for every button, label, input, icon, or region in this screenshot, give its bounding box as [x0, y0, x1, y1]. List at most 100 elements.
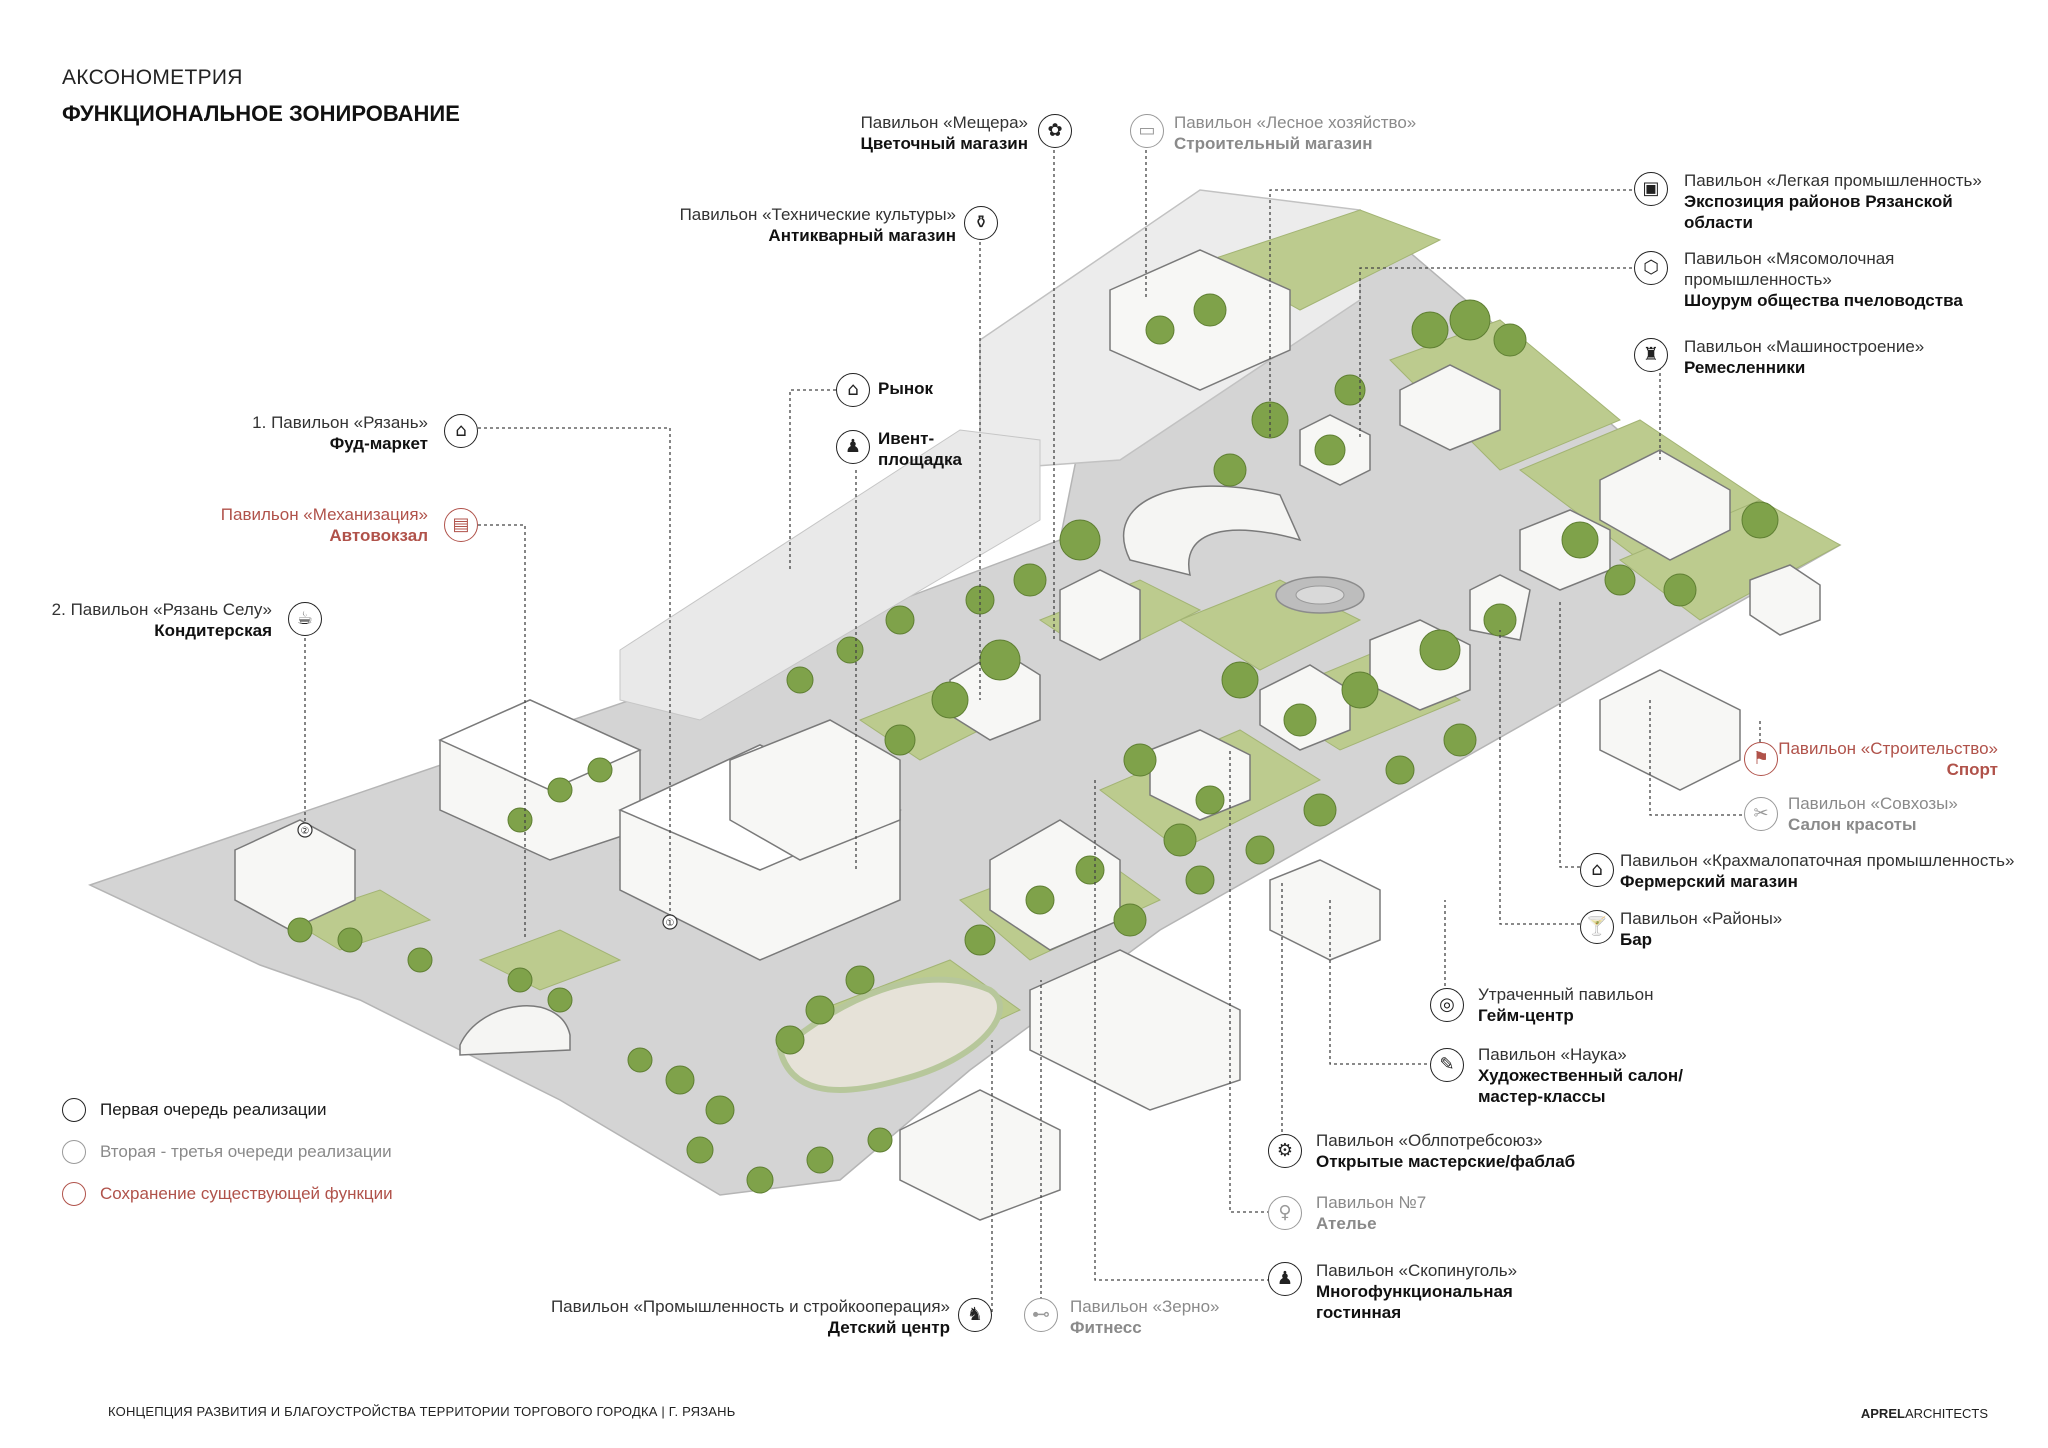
callout-sub: 1. Павильон «Рязань» [252, 413, 428, 432]
callout-mechanization: Павильон «Механизация» Автовокзал [221, 504, 428, 546]
cupcake-icon: ☕ [288, 602, 322, 636]
callout-main: Открытые мастерские/фаблаб [1316, 1152, 1576, 1171]
colonnade [1122, 485, 1302, 577]
callout-meat-dairy: Павильон «Мясомолочная промышленность» Ш… [1684, 248, 1974, 311]
legend-item-first-stage: Первая очередь реализации [62, 1096, 393, 1124]
callout-sub: Павильон «Строительство» [1778, 739, 1998, 758]
runner-icon: ⚑ [1744, 742, 1778, 776]
project-footer: КОНЦЕПЦИЯ РАЗВИТИЯ И БЛАГОУСТРОЙСТВА ТЕР… [108, 1404, 736, 1419]
callout-sub: Утраченный павильон [1478, 985, 1654, 1004]
callout-oblpotrebsoyuz: Павильон «Облпотребсоюз» Открытые мастер… [1316, 1130, 1575, 1172]
food-stall-icon: ⌂ [444, 414, 478, 448]
callout-lost: Утраченный павильон Гейм-центр [1478, 984, 1653, 1026]
callout-main: Фермерский магазин [1620, 872, 1798, 891]
circle-icon [62, 1098, 86, 1122]
legend: Первая очередь реализации Вторая - треть… [62, 1096, 393, 1222]
callout-market: Рынок [878, 378, 933, 399]
callout-main: Фитнесс [1070, 1318, 1142, 1337]
cocktail-icon: 🍸 [1580, 910, 1614, 944]
exhibition-icon: ▣ [1634, 172, 1668, 206]
callout-main: Ателье [1316, 1214, 1377, 1233]
callout-main: Автовокзал [329, 526, 428, 545]
legend-label: Сохранение существующей функции [100, 1184, 393, 1203]
leader-lines [304, 132, 1761, 1312]
callout-main: Цветочный магазин [860, 134, 1029, 153]
people-group-icon: ♟ [1268, 1262, 1302, 1296]
callout-sub: Павильон «Зерно» [1070, 1297, 1220, 1316]
garden-path [776, 976, 1003, 1093]
circle-icon [62, 1140, 86, 1164]
callout-sub: Павильон «Мещера» [860, 113, 1028, 132]
callout-meshchera: Павильон «Мещера» Цветочный магазин [861, 112, 1029, 154]
callout-main: Строительный магазин [1174, 134, 1373, 153]
dumbbell-icon: ⊷ [1024, 1298, 1058, 1332]
callout-sub: Павильон «Лесное хозяйство» [1174, 113, 1417, 132]
title-small: АКСОНОМЕТРИЯ [62, 66, 243, 89]
brand-rest: ARCHITECTS [1904, 1406, 1988, 1421]
callout-sub: Павильон «Механизация» [220, 505, 428, 524]
callout-main: Детский центр [827, 1318, 950, 1337]
legend-label: Вторая - третья очереди реализации [100, 1142, 392, 1161]
people-group-icon: ♟ [836, 430, 870, 464]
callout-machinery: Павильон «Машиностроение» Ремесленники [1684, 336, 1924, 378]
callout-sub: 2. Павильон «Рязань Селу» [51, 600, 272, 619]
vase-icon: ⚱ [964, 206, 998, 240]
mannequin-icon: ♀ [1268, 1196, 1302, 1230]
callout-main: Шоурум общества пчеловодства [1684, 291, 1963, 310]
flower-pot-icon: ✿ [1038, 114, 1072, 148]
callout-tech-cultures: Павильон «Технические культуры» Антиквар… [680, 204, 956, 246]
callout-main: Художественный салон/ мастер-классы [1478, 1066, 1683, 1106]
palette-icon: ✎ [1430, 1048, 1464, 1082]
callout-sub: Павильон «Совхозы» [1788, 794, 1958, 813]
callout-starch: Павильон «Крахмалопаточная промышленност… [1620, 850, 2014, 892]
callout-main: Бар [1620, 930, 1653, 949]
callout-sub: Павильон «Крахмалопаточная промышленност… [1620, 851, 2015, 870]
marker-1: ① [666, 918, 675, 929]
callout-sub: Павильон «Наука» [1478, 1045, 1627, 1064]
callout-main: Салон красоты [1788, 815, 1917, 834]
callout-light-industry: Павильон «Легкая промышленность» Экспози… [1684, 170, 1984, 233]
building-markers [297, 822, 678, 930]
callout-nauka: Павильон «Наука» Художественный салон/ м… [1478, 1044, 1698, 1107]
callout-skopinugol: Павильон «Скопинуголь» Многофункциональн… [1316, 1260, 1536, 1323]
circle-icon [62, 1182, 86, 1206]
marker-2: ② [301, 826, 310, 837]
callout-sub: Павильон «Облпотребсоюз» [1316, 1131, 1543, 1150]
callout-main: Многофункциональная гостинная [1316, 1282, 1513, 1322]
callout-main: Кондитерская [154, 621, 272, 640]
legend-label: Первая очередь реализации [100, 1100, 327, 1119]
callout-sub: Павильон «Легкая промышленность» [1684, 171, 1982, 190]
callout-ryazan-selu: 2. Павильон «Рязань Селу» Кондитерская [52, 599, 272, 641]
callout-main: Ивент-площадка [878, 429, 962, 469]
paint-roller-icon: ▭ [1130, 114, 1164, 148]
callout-sub: Павильон «Машиностроение» [1684, 337, 1925, 356]
arch-gate [459, 1005, 571, 1056]
shop-icon: ⌂ [1580, 853, 1614, 887]
callout-main: Антикварный магазин [768, 226, 956, 245]
callout-pavilion-7: Павильон №7 Ателье [1316, 1192, 1426, 1234]
callout-sub: Павильон «Скопинуголь» [1316, 1261, 1518, 1280]
callout-sub: Павильон №7 [1316, 1193, 1427, 1212]
callout-sub: Павильон «Районы» [1620, 909, 1783, 928]
callout-main: Экспозиция районов Рязанской области [1684, 192, 1953, 232]
callout-zerno: Павильон «Зерно» Фитнесс [1070, 1296, 1219, 1338]
legend-item-preserved: Сохранение существующей функции [62, 1180, 393, 1208]
callout-sovkhozy: Павильон «Совхозы» Салон красоты [1788, 793, 1958, 835]
honeycomb-icon: ⬡ [1634, 251, 1668, 285]
gamepad-icon: ◎ [1430, 988, 1464, 1022]
callout-main: Спорт [1946, 760, 1998, 779]
back-strip [619, 429, 1041, 721]
page-title: ФУНКЦИОНАЛЬНОЕ ЗОНИРОВАНИЕ [62, 101, 460, 126]
callout-rayony: Павильон «Районы» Бар [1620, 908, 1782, 950]
scissors-icon: ✂ [1744, 797, 1778, 831]
bus-icon: ▤ [444, 508, 478, 542]
callout-main: Фуд-маркет [329, 434, 428, 453]
trees [287, 293, 1779, 1194]
callout-main: Ремесленники [1684, 358, 1806, 377]
hat-icon: ♜ [1634, 338, 1668, 372]
brand-bold: APREL [1860, 1406, 1905, 1421]
callout-lesnoe: Павильон «Лесное хозяйство» Строительный… [1174, 112, 1416, 154]
buildings [234, 249, 1821, 1221]
callout-sub: Павильон «Мясомолочная промышленность» [1684, 249, 1895, 289]
